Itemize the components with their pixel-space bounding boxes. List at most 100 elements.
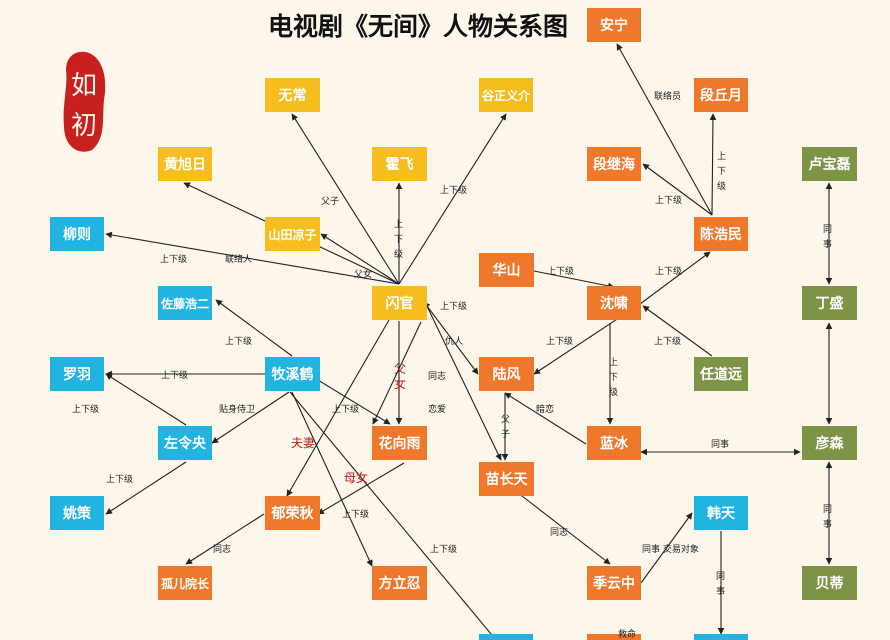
edge-label-sx_chm: 上下级 [716,152,726,192]
edge-label-jiaoyi: 同事 交易对象 [642,545,699,555]
node-anning: 安宁 [587,8,641,42]
node-liuze: 柳则 [50,217,104,251]
edge-label-chm_djh: 上下级 [655,196,683,206]
edge-label-munv: 母女 [344,471,369,485]
edge-15 [215,299,293,357]
edge-31 [521,495,611,565]
edge-1 [709,113,717,216]
node-guzhengwen: 谷正义介 [479,78,533,112]
node-huangxuri: 黄旭日 [158,147,212,181]
edge-label-luoyu_mx: 上下级 [161,371,189,381]
edge-label-sg_lufeng: 上下级 [440,302,468,312]
logo-seal: 如 初 [63,51,106,152]
node-shantian: 山田凉子 [265,217,320,251]
edge-label-mx_bottom: 上下级 [430,545,458,555]
node-lanbing: 蓝冰 [587,426,641,460]
edge-7 [105,231,400,285]
edge-30 [185,513,265,565]
node-rendaoyuan: 任道远 [694,357,748,391]
edge-18 [424,301,502,461]
node-cutoff-1 [694,634,748,640]
edge-22 [504,392,587,445]
edge-label-huofei_v: 上下级 [393,220,403,260]
node-hantian: 韩天 [694,496,748,530]
edge-label-tongshi_lb: 同事 [711,440,730,450]
diagram-title: 电视剧《无间》人物关系图 [268,12,569,41]
edge-23 [291,391,373,567]
edge-28 [317,462,405,515]
edge-label-zy_luoyu: 上下级 [72,405,100,415]
node-beidi: 贝蒂 [802,566,857,600]
edge-label-sx_lb: 上下级 [608,358,618,398]
edge-0 [616,43,713,216]
edge-9 [639,251,711,305]
edge-label-fuzi_red: 父女 [394,362,407,391]
edge-label-tongzhi_hx: 同志 [428,372,447,382]
edge-label-lianluoyuan: 联络员 [654,92,682,102]
logo-char-1: 如 [71,71,97,101]
edge-label-tongshi_ht: 同事 [715,572,725,597]
edge-label-zy_yaoce: 上下级 [106,475,134,485]
edge-label-huashan_sx: 上下级 [547,267,575,277]
edge-label-mx_fl: 上下级 [342,510,370,520]
node-cutoff-2 [587,634,641,640]
edge-10 [533,270,615,290]
edge-label-tongzhi_jy: 同志 [550,528,569,538]
edge-32 [640,512,693,584]
node-zuolingyang: 左令央 [158,426,212,460]
edge-label-tongshi_beidi: 同事 [822,505,832,530]
node-miaochangtian: 苗长天 [479,462,534,496]
edge-label-qiuren: 仇人 [445,337,464,347]
edge-label-lianluoren: 联络人 [225,255,253,265]
node-dingsheng: 丁盛 [802,286,857,320]
node-cutoff-0 [479,634,533,640]
edge-26 [211,391,290,444]
node-fangliren: 方立忍 [372,566,427,600]
edge-label-liuze_sg: 上下级 [160,255,188,265]
edge-20 [307,373,391,425]
edge-4 [291,113,400,285]
edge-11 [423,301,479,375]
edge-19 [372,321,422,425]
edge-3 [398,113,507,285]
edge-label-fuzi_wc: 父子 [321,197,340,207]
node-shenxiao: 沈啸 [587,286,641,320]
node-chenhaomin: 陈浩民 [694,217,748,251]
node-shanguan: 闪官 [372,286,427,320]
edge-label-bottom_cut: 救命 [618,630,637,640]
node-lufeng: 陆风 [479,357,534,391]
edge-8 [320,233,400,285]
node-yurongqiu: 郁荣秋 [265,496,320,530]
edge-label-sx_lufeng: 上下级 [546,337,574,347]
edge-12 [642,305,713,357]
node-huaxiangyu: 花向雨 [372,426,427,460]
node-yaoce: 姚策 [50,496,104,530]
node-duanjihai: 段继海 [587,147,641,181]
node-jiyunzhong: 季云中 [587,566,641,600]
edge-label-gz_sg: 上下级 [440,186,468,196]
edge-label-anlian: 暗恋 [536,405,555,415]
edge-label-fuqi: 夫妻 [291,436,316,450]
edge-label-tongshi_lbl: 同事 [822,225,832,250]
node-wuchang: 无常 [265,78,320,112]
edge-label-lian_ai: 恋爱 [428,405,447,415]
node-yansen: 彦森 [802,426,857,460]
edge-label-tongzhi_gy: 同志 [213,545,232,555]
edge-label-fuzi_lf: 父子 [500,415,510,440]
node-zuoteng: 佐藤浩二 [158,286,212,320]
edge-24 [105,373,187,426]
edge-2 [642,163,713,216]
node-duanqiuyue: 段丘月 [694,78,748,112]
node-luoyu: 罗羽 [50,357,104,391]
logo-brush-stroke [63,51,106,152]
edge-25 [105,461,187,515]
edge-label-sx_chm2: 上下级 [655,267,683,277]
edge-label-mx_hx: 上下级 [332,405,360,415]
edge-label-zuoteng_mx: 上下级 [225,337,253,347]
edge-label-ry_sx: 上下级 [654,337,682,347]
edge-29 [289,391,497,640]
node-huofei: 霍飞 [372,147,427,181]
logo-char-2: 初 [71,111,97,141]
